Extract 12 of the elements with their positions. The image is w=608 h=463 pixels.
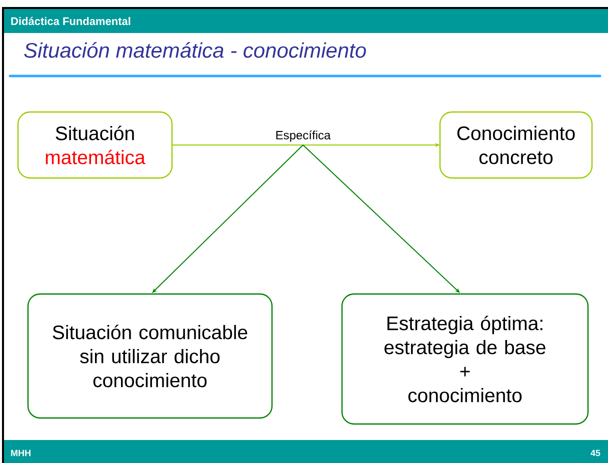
arrow [302, 144, 460, 293]
footer-bar: MHH 45 [4, 440, 608, 463]
label: 45 [590, 450, 600, 456]
rounded-box: Conocimiento concreto [439, 111, 593, 179]
rounded-box: Estrategia óptima: estrategia de base + conocimiento [341, 293, 589, 425]
edge-label: Específica [274, 129, 332, 143]
header-bar: Didáctica Fundamental [4, 9, 608, 33]
label: MHH [11, 450, 30, 456]
arrow [152, 144, 304, 293]
rounded-box: Situación comunicable sin utilizar dicho conocimiento [27, 293, 273, 419]
slide-title: Situación matemática - conocimiento [24, 42, 366, 58]
rounded-box: Situación matemática [17, 111, 173, 179]
